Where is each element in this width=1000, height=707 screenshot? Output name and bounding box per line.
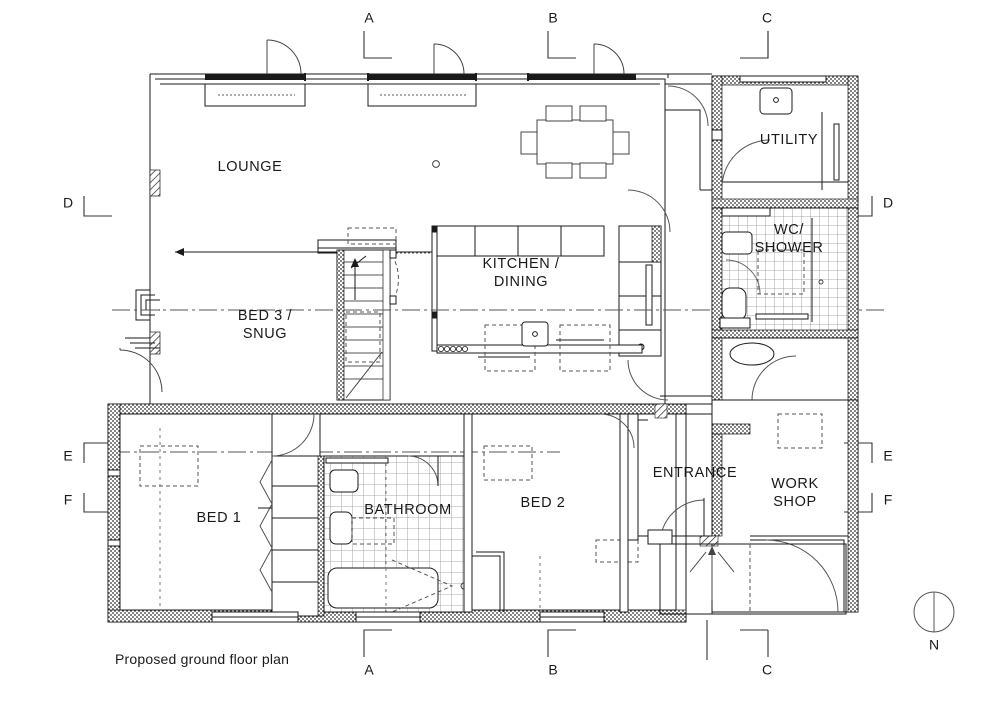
bed2-right-wall xyxy=(619,413,671,613)
right-wing-walls xyxy=(711,75,859,209)
section-marker-a-top: A xyxy=(364,9,374,26)
window-lounge-2 xyxy=(367,74,477,107)
room-label-bed1: BED 1 xyxy=(196,510,242,527)
connector-walls xyxy=(628,73,712,419)
bathroom-bed2-wall xyxy=(463,413,505,613)
staircase xyxy=(336,249,391,401)
door-swing-top-2 xyxy=(433,43,465,75)
window-left-lower xyxy=(107,469,121,547)
section-marker-a-bottom: A xyxy=(364,661,374,678)
window-lounge-1 xyxy=(204,74,306,107)
door-swing-kitchen-hall xyxy=(627,359,669,401)
lounge-entry-jog xyxy=(125,337,160,349)
section-marker-d-left: D xyxy=(62,194,74,211)
section-tick-marks xyxy=(83,31,873,660)
room-label-bed3-snug: BED 3 / SNUG xyxy=(237,307,293,342)
door-swing-top-1 xyxy=(266,39,302,75)
window-bottom-3 xyxy=(539,611,605,623)
section-marker-e-left: E xyxy=(63,447,73,464)
north-arrow-icon xyxy=(913,591,955,633)
ceiling-fitting xyxy=(432,160,440,168)
section-marker-c-top: C xyxy=(761,9,773,26)
room-label-workshop: WORK SHOP xyxy=(771,475,819,510)
kitchen-wall-left xyxy=(431,225,438,352)
kitchen-units-top xyxy=(431,225,605,257)
room-label-wc-shower: WC/ SHOWER xyxy=(754,221,824,256)
workshop-walls xyxy=(699,399,859,613)
window-bottom-2 xyxy=(355,611,421,623)
section-marker-d-right: D xyxy=(882,194,894,211)
bed1-upper-partition xyxy=(271,413,321,457)
room-label-utility: UTILITY xyxy=(759,132,819,149)
room-label-bathroom: BATHROOM xyxy=(364,502,452,519)
room-label-bed2: BED 2 xyxy=(520,495,566,512)
bed1-furniture xyxy=(139,445,199,487)
wc-shower-room xyxy=(711,207,859,339)
section-marker-f-left: F xyxy=(63,491,73,508)
section-marker-b-bottom: B xyxy=(548,661,558,678)
section-marker-f-right: F xyxy=(883,491,893,508)
bed1-wardrobe-wall xyxy=(258,455,325,617)
bathroom-fixtures xyxy=(325,455,468,613)
section-marker-c-bottom: C xyxy=(761,661,773,678)
door-swing-lounge-kitchen xyxy=(627,189,671,233)
room-label-kitchen: KITCHEN / DINING xyxy=(482,255,560,290)
compass-north-label: N xyxy=(928,636,940,653)
door-swing-top-3 xyxy=(593,43,625,75)
section-marker-e-right: E xyxy=(883,447,893,464)
room-label-lounge: LOUNGE xyxy=(217,159,283,176)
bed2-details xyxy=(483,445,639,612)
kitchen-units-right xyxy=(618,225,662,357)
drawing-caption: Proposed ground floor plan xyxy=(115,651,290,667)
bed3-partition xyxy=(175,227,440,257)
entrance-area xyxy=(637,413,847,615)
kitchen-units-bottom xyxy=(436,321,643,372)
section-marker-b-top: B xyxy=(548,9,558,26)
window-lounge-3 xyxy=(528,74,636,80)
window-bottom-1 xyxy=(211,611,299,623)
door-swing-bed3 xyxy=(119,348,163,393)
dining-table-set xyxy=(520,105,630,179)
wall-hatch-upper-left xyxy=(149,169,161,355)
door-swing-bed2 xyxy=(599,413,635,449)
room-label-entrance: ENTRANCE xyxy=(652,465,738,482)
